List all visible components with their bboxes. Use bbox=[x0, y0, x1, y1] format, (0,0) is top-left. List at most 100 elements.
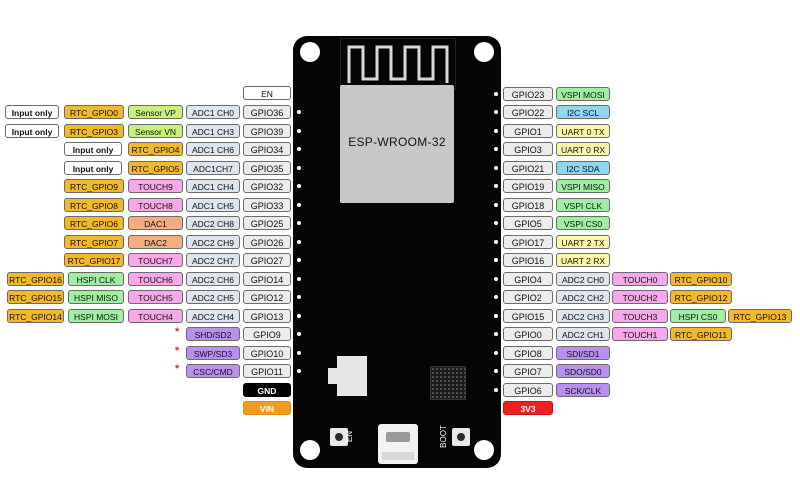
en-button-label: EN bbox=[345, 430, 355, 443]
pin-label-rtc-gpio9: RTC_GPIO9 bbox=[64, 179, 124, 193]
header-pin bbox=[494, 387, 498, 392]
pin-label-rtc-gpio10: RTC_GPIO10 bbox=[670, 271, 732, 286]
header-pin bbox=[297, 110, 301, 114]
pin-label-input-only: Input only bbox=[5, 123, 59, 138]
pin-label-gpio1: GPIO1 bbox=[503, 123, 553, 138]
pin-label-adc2-ch9: ADC2 CH9 bbox=[186, 234, 240, 249]
pin-label-gpio5: GPIO5 bbox=[503, 216, 553, 230]
pin-label-touch0: TOUCH0 bbox=[612, 271, 668, 286]
pin-label-gpio0: GPIO0 bbox=[503, 327, 553, 341]
pin-label-gpio4: GPIO4 bbox=[503, 271, 553, 286]
boot-button[interactable] bbox=[452, 428, 470, 446]
pin-label-rtc-gpio7: RTC_GPIO7 bbox=[64, 234, 124, 249]
pin-label-dac2: DAC2 bbox=[128, 234, 183, 249]
pin-label-adc2-ch2: ADC2 CH2 bbox=[556, 290, 610, 304]
pin-label-dac1: DAC1 bbox=[128, 216, 183, 230]
pin-label-sdo-sd0: SDO/SD0 bbox=[556, 364, 610, 378]
pin-label-rtc-gpio12: RTC_GPIO12 bbox=[670, 290, 732, 304]
header-pin bbox=[297, 128, 301, 133]
pcb-antenna bbox=[340, 38, 456, 90]
pin-label-gpio15: GPIO15 bbox=[503, 308, 553, 323]
pin-label-rtc-gpio16: RTC_GPIO16 bbox=[7, 271, 64, 286]
pin-label-uart-2-rx: UART 2 RX bbox=[556, 253, 610, 267]
pin-label-rtc-gpio11: RTC_GPIO11 bbox=[670, 327, 732, 341]
pin-label-input-only: Input only bbox=[64, 142, 122, 156]
header-pin bbox=[494, 295, 498, 299]
header-pin bbox=[494, 110, 498, 114]
pin-label-hspi-miso: HSPI MISO bbox=[68, 290, 124, 304]
pin-label-gpio10: GPIO10 bbox=[243, 345, 291, 360]
pin-label-vin: VIN bbox=[243, 401, 291, 415]
pin-label-gpio11: GPIO11 bbox=[243, 364, 291, 378]
pin-label-adc2-ch6: ADC2 CH6 bbox=[186, 271, 240, 286]
pin-label-hspi-cs0: HSPI CS0 bbox=[670, 308, 726, 323]
pin-label-gpio39: GPIO39 bbox=[243, 123, 291, 138]
pin-label-rtc-gpio3: RTC_GPIO3 bbox=[64, 123, 124, 138]
pin-label-uart-0-tx: UART 0 TX bbox=[556, 123, 610, 138]
mounting-hole bbox=[300, 42, 320, 62]
en-button[interactable] bbox=[330, 428, 348, 446]
header-pin bbox=[297, 276, 301, 281]
header-pin bbox=[494, 332, 498, 336]
header-pin bbox=[297, 369, 301, 373]
pin-label-touch3: TOUCH3 bbox=[612, 308, 668, 323]
pin-label-gpio27: GPIO27 bbox=[243, 253, 291, 267]
voltage-regulator-tab bbox=[328, 368, 338, 384]
header-pin bbox=[494, 258, 498, 262]
pin-label-uart-0-rx: UART 0 RX bbox=[556, 142, 610, 156]
pin-label-hspi-clk: HSPI CLK bbox=[68, 271, 124, 286]
pin-label-adc2-ch8: ADC2 CH8 bbox=[186, 216, 240, 230]
header-pin bbox=[494, 221, 498, 225]
header-pin bbox=[494, 91, 498, 96]
pin-label-gpio14: GPIO14 bbox=[243, 271, 291, 286]
pin-label-adc1-ch0: ADC1 CH0 bbox=[186, 105, 240, 119]
pin-label-gpio36: GPIO36 bbox=[243, 105, 291, 119]
pin-label-adc1-ch4: ADC1 CH4 bbox=[186, 179, 240, 193]
pin-label-hspi-mosi: HSPI MOSI bbox=[68, 308, 124, 323]
flash-pin-warning-star: * bbox=[175, 326, 180, 338]
pin-label-gpio22: GPIO22 bbox=[503, 105, 553, 119]
pin-label-3v3: 3V3 bbox=[503, 401, 553, 415]
pin-label-gpio19: GPIO19 bbox=[503, 179, 553, 193]
usb-uart-chip bbox=[430, 366, 466, 400]
flash-pin-warning-star: * bbox=[175, 344, 180, 357]
pin-label-input-only: Input only bbox=[5, 105, 59, 119]
pin-label-rtc-gpio6: RTC_GPIO6 bbox=[64, 216, 124, 230]
micro-usb-port bbox=[386, 432, 410, 442]
pin-label-sensor-vn: Sensor VN bbox=[128, 123, 183, 138]
pin-label-gpio8: GPIO8 bbox=[503, 345, 553, 360]
pin-label-en: EN bbox=[243, 86, 291, 100]
pin-label-adc2-ch5: ADC2 CH5 bbox=[186, 290, 240, 304]
pin-label-gpio7: GPIO7 bbox=[503, 364, 553, 378]
pin-label-adc1-ch6: ADC1 CH6 bbox=[186, 142, 240, 156]
pin-label-uart-2-tx: UART 2 TX bbox=[556, 234, 610, 249]
pin-label-vspi-mosi: VSPI MOSI bbox=[556, 86, 610, 101]
header-pin bbox=[494, 313, 498, 318]
pin-label-rtc-gpio5: RTC_GPIO5 bbox=[128, 160, 183, 175]
pin-label-touch6: TOUCH6 bbox=[128, 271, 183, 286]
pin-label-swp-sd3: SWP/SD3 bbox=[186, 345, 240, 360]
pin-label-gpio16: GPIO16 bbox=[503, 253, 553, 267]
mounting-hole bbox=[474, 42, 494, 62]
pin-label-touch8: TOUCH8 bbox=[128, 197, 183, 212]
pin-label-adc1ch7: ADC1CH7 bbox=[186, 160, 240, 175]
module-label: ESP-WROOM-32 bbox=[348, 135, 446, 149]
pin-label-rtc-gpio0: RTC_GPIO0 bbox=[64, 105, 124, 119]
header-pin bbox=[494, 350, 498, 355]
pin-label-vspi-cs0: VSPI CS0 bbox=[556, 216, 610, 230]
header-pin bbox=[494, 276, 498, 281]
pin-label-gpio3: GPIO3 bbox=[503, 142, 553, 156]
flash-pin-warning-star: * bbox=[175, 363, 180, 375]
pin-label-vspi-miso: VSPI MISO bbox=[556, 179, 610, 193]
mounting-hole bbox=[474, 440, 494, 460]
header-pin bbox=[297, 350, 301, 355]
pin-label-rtc-gpio14: RTC_GPIO14 bbox=[7, 308, 64, 323]
header-pin bbox=[297, 202, 301, 207]
header-pin bbox=[494, 128, 498, 133]
pin-label-adc2-ch1: ADC2 CH1 bbox=[556, 327, 610, 341]
pin-label-rtc-gpio4: RTC_GPIO4 bbox=[128, 142, 183, 156]
pin-label-sensor-vp: Sensor VP bbox=[128, 105, 183, 119]
pin-label-adc1-ch5: ADC1 CH5 bbox=[186, 197, 240, 212]
pin-label-i2c-scl: I2C SCL bbox=[556, 105, 610, 119]
pin-label-touch5: TOUCH5 bbox=[128, 290, 183, 304]
